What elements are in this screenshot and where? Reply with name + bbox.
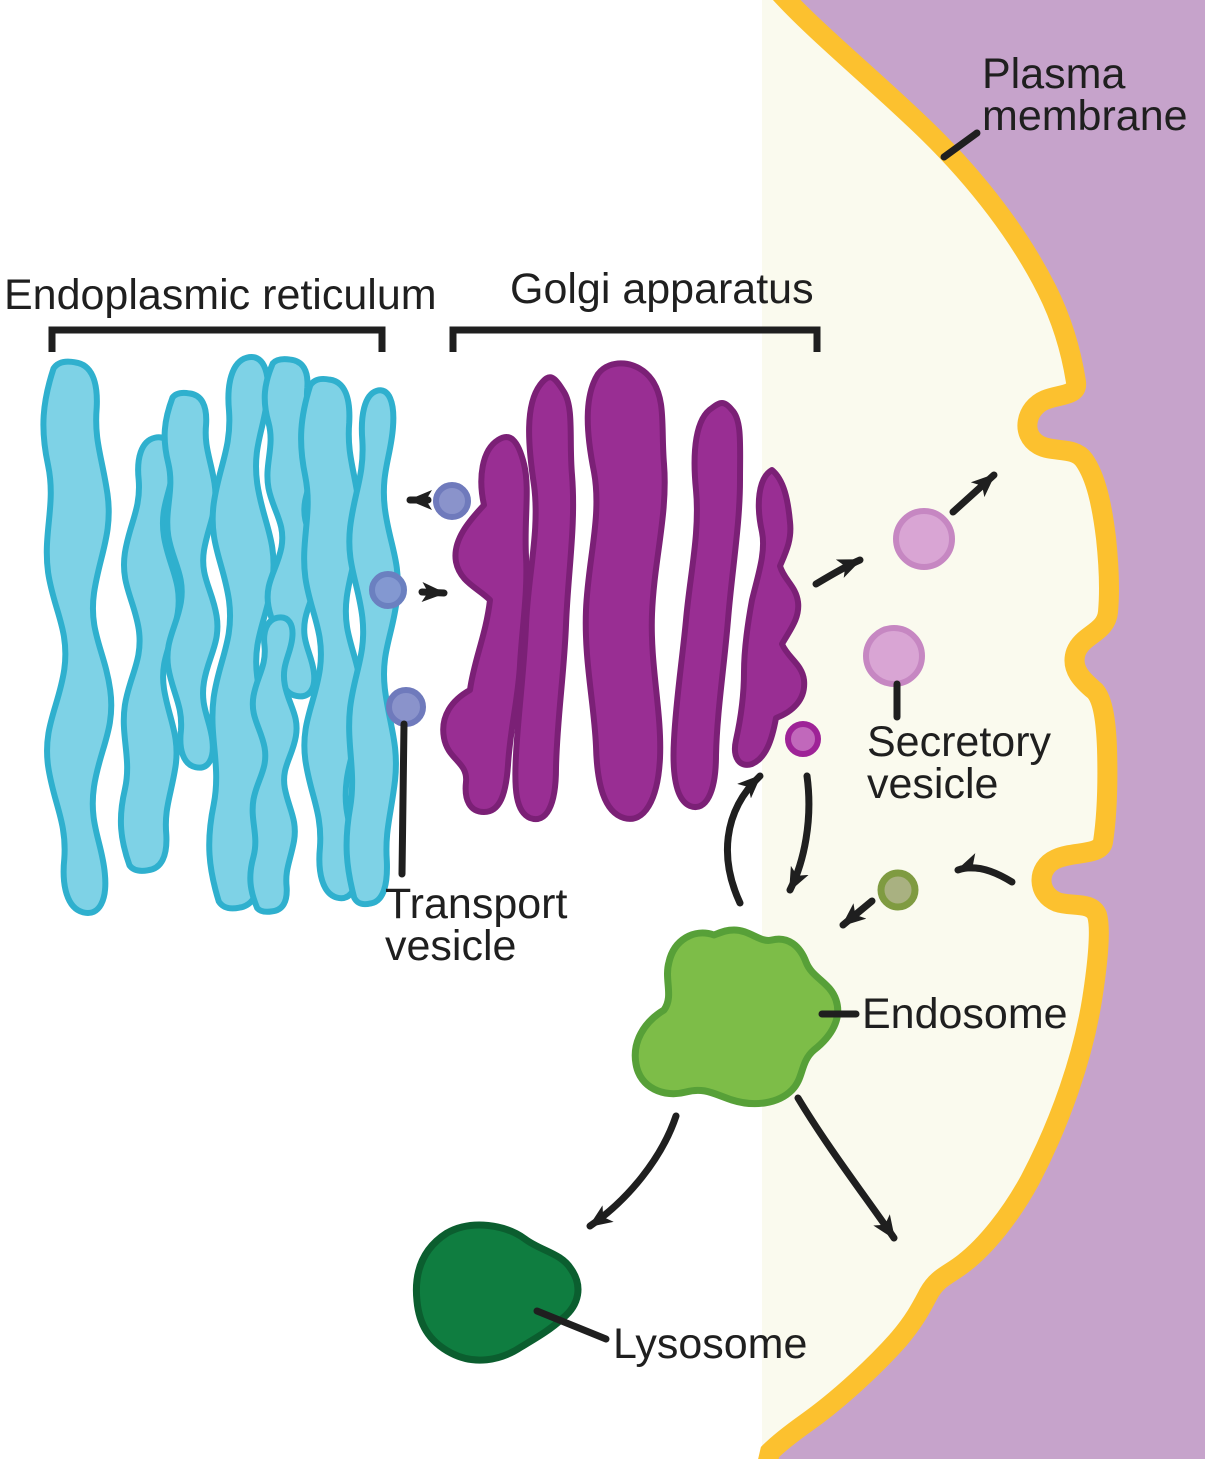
arrow-membrane-to-endocytic-vesicle	[954, 853, 1016, 886]
arrow-endocytic-vesicle-to-endosome	[839, 897, 876, 929]
transport-vesicle-labeled	[386, 687, 426, 727]
lysosome-body	[412, 1221, 582, 1364]
pointer-line-lysosome	[533, 1307, 610, 1343]
bracket-golgi-apparatus	[449, 326, 821, 352]
bracket-endoplasmic-reticulum	[48, 326, 386, 352]
label-lysosome: Lysosome	[613, 1320, 807, 1368]
transport-vesicle-retrograde	[433, 482, 471, 520]
label-endoplasmic-reticulum: Endoplasmic reticulum	[4, 271, 437, 319]
arrow-endosome-to-golgi-vesicle	[723, 772, 764, 907]
golgi-cisterna-trans	[732, 467, 808, 768]
endosome-body	[631, 926, 842, 1108]
plasma-membrane	[758, 0, 1120, 1459]
golgi-cisterna-middle	[582, 360, 668, 822]
endocytic-vesicle	[877, 869, 919, 911]
pointer-line-transport-vesicle	[398, 720, 408, 878]
secretory-vesicle-labeled	[863, 625, 925, 687]
golgi-cisterna	[670, 400, 744, 811]
transport-vesicle-anterograde	[369, 571, 407, 609]
arrow-golgi-to-secretory-vesicle	[812, 556, 864, 588]
golgi-budding-vesicle	[785, 721, 821, 757]
arrow-endosome-to-membrane	[794, 1094, 898, 1242]
arrow-endosome-to-lysosome	[586, 1112, 680, 1230]
label-endosome: Endosome	[862, 990, 1068, 1038]
arrow-er-to-golgi	[418, 582, 448, 602]
er-tube	[43, 362, 111, 913]
endoplasmic-reticulum	[43, 357, 397, 913]
label-secretory-vesicle-line1: Secretory	[867, 718, 1052, 766]
label-transport-vesicle-line1: Transport	[385, 880, 567, 928]
label-secretory-vesicle-line2: vesicle	[867, 760, 998, 808]
extracellular-region	[768, 0, 1205, 1459]
arrow-secretory-vesicle-to-membrane	[949, 471, 998, 516]
pointer-line-plasma-membrane	[940, 129, 981, 161]
label-plasma-membrane-line2: membrane	[982, 92, 1188, 140]
label-golgi-apparatus: Golgi apparatus	[510, 265, 814, 313]
golgi-apparatus	[440, 360, 808, 823]
golgi-cisterna-cis	[440, 434, 530, 815]
golgi-cisterna	[512, 374, 577, 823]
labels: Plasma membrane Endoplasmic reticulum Go…	[4, 50, 1188, 1368]
label-transport-vesicle-line2: vesicle	[385, 922, 516, 970]
label-plasma-membrane-line1: Plasma	[982, 50, 1125, 98]
annotations	[48, 129, 1016, 1343]
secretory-vesicle-upper	[893, 508, 955, 570]
arrow-golgi-vesicle-to-endosome	[786, 772, 813, 894]
